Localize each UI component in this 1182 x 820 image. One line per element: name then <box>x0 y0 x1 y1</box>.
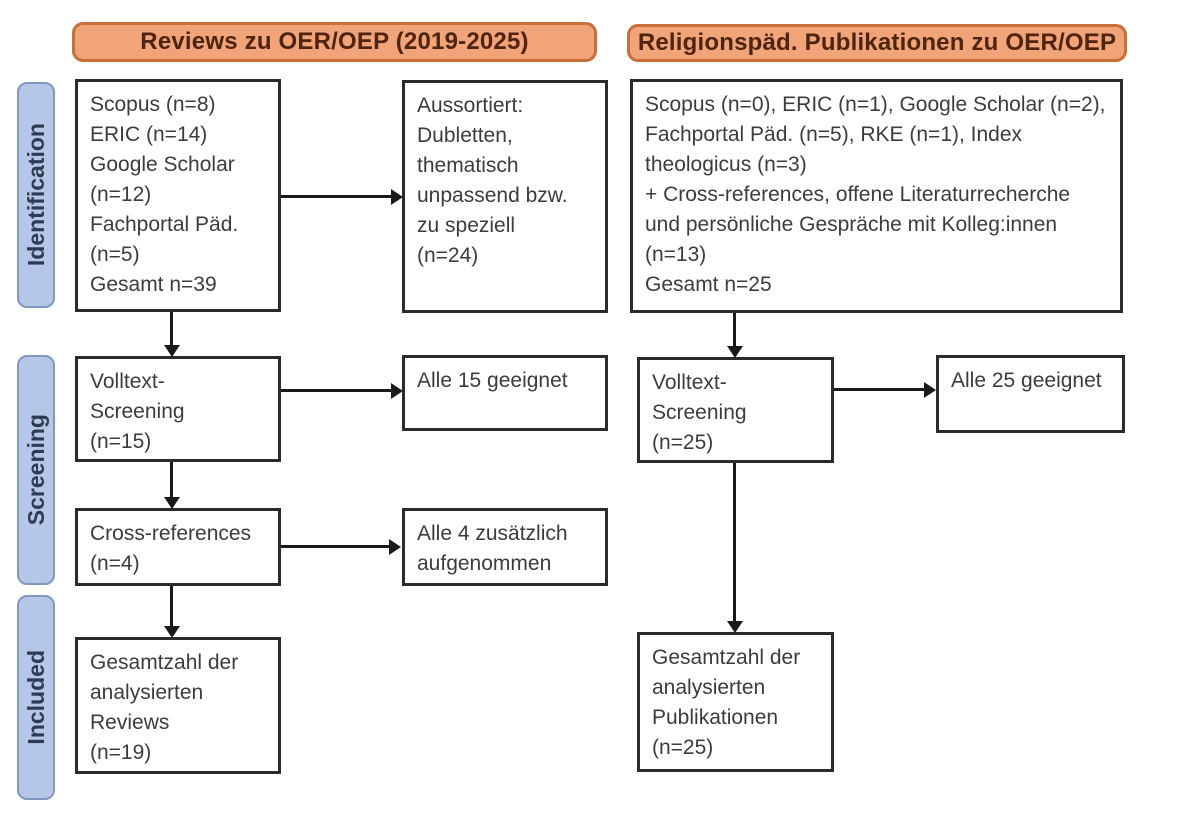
stage-label-included-text: Included <box>22 650 49 745</box>
column-header-religionspaed: Religionspäd. Publikationen zu OER/OEP <box>627 24 1127 62</box>
box-left-identification: Scopus (n=8) ERIC (n=14) Google Scholar … <box>75 79 281 312</box>
arrow-left-identification-to-excluded <box>281 188 403 205</box>
arrow-right-identification-to-fulltext <box>726 313 743 358</box>
box-left-crossref-result: Alle 4 zusätzlich aufgenommen <box>402 508 608 586</box>
box-right-fulltext-screening: Volltext- Screening (n=25) <box>637 357 834 463</box>
stage-label-included: Included <box>17 595 55 800</box>
box-left-included: Gesamtzahl der analysierten Reviews (n=1… <box>75 637 281 774</box>
box-right-included: Gesamtzahl der analysierten Publikatione… <box>637 632 834 772</box>
stage-label-identification-text: Identification <box>22 123 49 267</box>
arrow-right-fulltext-to-included <box>726 463 743 633</box>
box-right-identification: Scopus (n=0), ERIC (n=1), Google Scholar… <box>630 79 1123 313</box>
box-left-excluded: Aussortiert: Dubletten, thematisch unpas… <box>402 80 608 313</box>
arrow-left-fulltext-to-crossref <box>163 462 180 509</box>
stage-label-identification: Identification <box>17 82 55 308</box>
arrow-left-fulltext-to-result <box>281 382 403 399</box>
box-left-fulltext-screening: Volltext- Screening (n=15) <box>75 356 281 462</box>
arrow-left-crossref-to-result <box>281 538 401 555</box>
box-left-fulltext-result: Alle 15 geeignet <box>402 355 608 431</box>
arrow-right-fulltext-to-result <box>834 381 936 398</box>
arrow-left-crossref-to-included <box>163 586 180 638</box>
column-header-reviews: Reviews zu OER/OEP (2019-2025) <box>72 22 597 62</box>
stage-label-screening: Screening <box>17 355 55 585</box>
arrow-left-identification-to-fulltext <box>163 312 180 357</box>
box-left-crossref: Cross-references (n=4) <box>75 508 281 586</box>
box-right-fulltext-result: Alle 25 geeignet <box>936 355 1125 433</box>
stage-label-screening-text: Screening <box>22 414 49 526</box>
